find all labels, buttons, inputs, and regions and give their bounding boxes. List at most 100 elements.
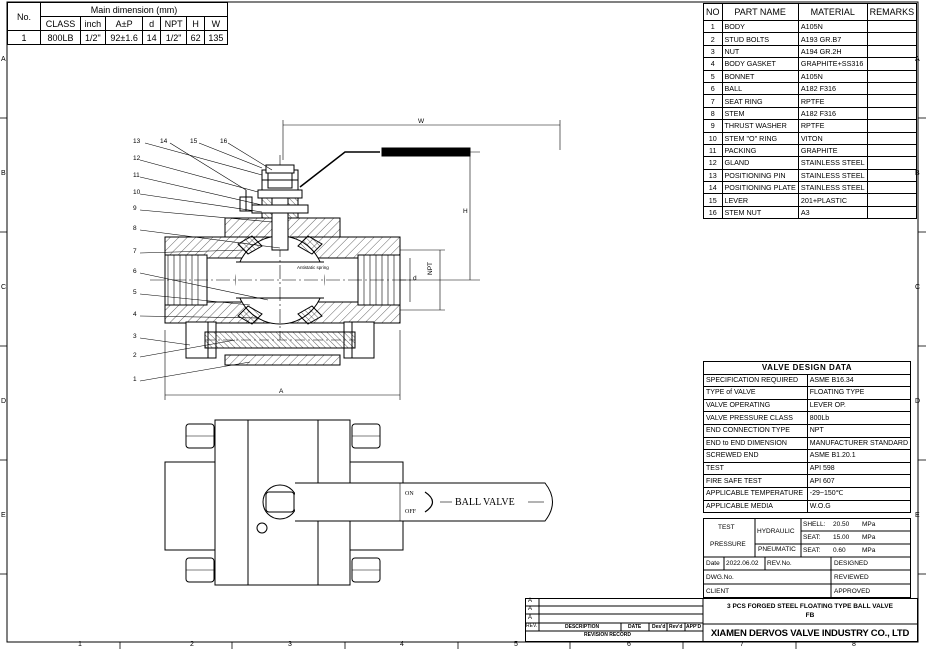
vdd-value: 800Lb: [806, 411, 912, 425]
part-remarks: [866, 69, 918, 83]
part-remarks: [866, 181, 918, 195]
reviewed-label: REVIEWED: [834, 574, 869, 581]
col-h: H: [186, 16, 205, 31]
part-name: NUT: [721, 44, 799, 59]
dwg-label: DWG.No.: [706, 574, 734, 581]
part-remarks: [866, 44, 918, 59]
part-material: STAINLESS STEEL: [797, 181, 868, 195]
part-no: 3: [703, 44, 723, 59]
lever-text: BALL VALVE: [455, 497, 515, 508]
zone-bottom-7: 7: [740, 641, 744, 648]
zone-left-d: D: [1, 398, 7, 405]
part-name: STUD BOLTS: [721, 32, 799, 46]
callout-13: 13: [133, 138, 141, 145]
parts-header-material: MATERIAL: [797, 3, 868, 21]
tp-pneumatic: PNEUMATIC: [758, 546, 796, 553]
part-no: 10: [703, 131, 723, 145]
part-remarks: [866, 57, 918, 71]
title-line-1: 3 PCS FORGED STEEL FLOATING TYPE BALL VA…: [727, 603, 893, 610]
dim-h-label: H: [463, 208, 468, 215]
part-material: A193 GR.B7: [797, 32, 868, 46]
part-name: LEVER: [721, 193, 799, 207]
title-block-grid: [525, 598, 918, 642]
part-name: BODY: [721, 19, 799, 34]
tp-seat-value: 15.00: [833, 534, 850, 541]
rev-mark-2: A: [528, 606, 533, 612]
zone-right-a: A: [915, 56, 920, 63]
valve-drawing: [139, 120, 561, 586]
part-name: THRUST WASHER: [721, 119, 799, 133]
vdd-value: W.O.G: [806, 499, 912, 514]
test-pressure-grid: [703, 518, 911, 598]
callout-11: 11: [133, 172, 140, 179]
part-remarks: [866, 32, 918, 46]
zone-bottom-3: 3: [288, 641, 292, 648]
zone-left-e: E: [1, 512, 6, 519]
callout-2: 2: [133, 352, 137, 359]
callout-6: 6: [133, 268, 137, 275]
tp-pseat-value: 0.60: [833, 547, 846, 554]
callout-5: 5: [133, 289, 137, 296]
vdd-title: VALVE DESIGN DATA: [703, 361, 911, 375]
zone-bottom-1: 1: [78, 641, 82, 648]
callout-14: 14: [160, 138, 168, 145]
designed-label: DESIGNED: [834, 560, 868, 567]
rev-mark-3: A: [528, 615, 533, 621]
zone-left-c: C: [1, 284, 7, 291]
part-name: SEAT RING: [721, 94, 799, 108]
zone-bottom-5: 5: [514, 641, 518, 648]
part-no: 5: [703, 69, 723, 83]
zone-left-a: A: [1, 56, 6, 63]
cell-d: 14: [142, 30, 161, 45]
tp-shell-value: 20.50: [833, 521, 850, 528]
part-material: GRAPHITE: [797, 143, 868, 158]
part-name: BONNET: [721, 69, 799, 83]
rev-header-desd: Des'd: [652, 624, 666, 630]
rev-header-date: DATE: [628, 624, 642, 630]
dim-a-label: A: [279, 388, 284, 395]
zone-bottom-6: 6: [627, 641, 631, 648]
top-view: [164, 419, 553, 586]
on-label: ON: [405, 491, 414, 497]
part-remarks: [866, 81, 918, 96]
part-remarks: [866, 106, 918, 121]
part-remarks: [866, 193, 918, 207]
vdd-value: NPT: [806, 423, 912, 438]
tp-shell-unit: MPa: [862, 521, 876, 528]
part-name: BALL: [721, 81, 799, 96]
callout-12: 12: [133, 155, 141, 162]
zone-bottom-8: 8: [852, 641, 856, 648]
vdd-value: MANUFACTURER STANDARD: [806, 436, 912, 451]
part-name: BODY GASKET: [721, 57, 799, 71]
part-material: A3: [797, 205, 868, 220]
dim-npt-label: NPT: [427, 262, 434, 275]
part-name: PACKING: [721, 143, 799, 158]
tp-hydraulic: HYDRAULIC: [757, 528, 795, 535]
vdd-label: VALVE OPERATING: [703, 398, 808, 413]
part-name: POSITIONING PIN: [721, 168, 799, 183]
part-no: 7: [703, 94, 723, 108]
date-label: Date: [706, 560, 720, 567]
company-name: XIAMEN DERVOS VALVE INDUSTRY CO., LTD: [710, 628, 910, 639]
cell-a: 92±1.6: [104, 30, 144, 45]
part-material: RPTFE: [797, 94, 868, 108]
callout-4: 4: [133, 311, 137, 318]
part-material: A182 F316: [797, 81, 868, 96]
date-value: 2022.06.02: [726, 560, 759, 567]
cell-h: 62: [186, 30, 205, 45]
part-material: A194 GR.2H: [797, 44, 868, 59]
off-label: OFF: [405, 509, 417, 515]
zone-left-b: B: [1, 170, 6, 177]
part-remarks: [866, 19, 918, 34]
zone-bottom-2: 2: [190, 641, 194, 648]
